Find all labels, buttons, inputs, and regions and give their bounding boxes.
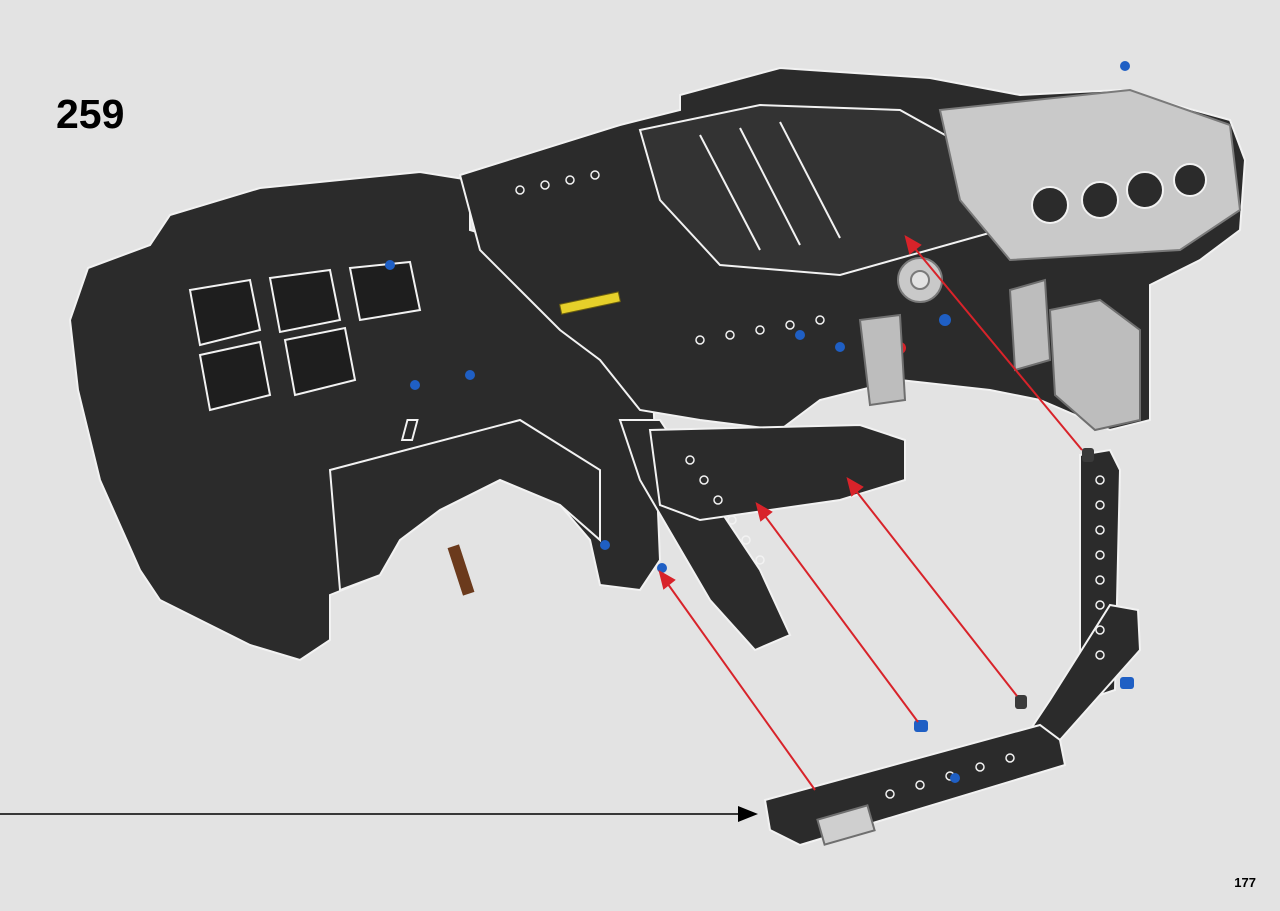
insertion-arrows <box>658 234 1083 791</box>
grille-brick <box>816 804 876 846</box>
lower-crossbar <box>648 423 906 522</box>
yellow-axle <box>559 291 621 315</box>
brown-axle <box>447 544 475 596</box>
callout-pointer <box>0 806 758 822</box>
chassis-assembly <box>68 61 1247 662</box>
page-number: 177 <box>1234 875 1256 890</box>
rear-wheel-arch <box>328 418 601 592</box>
step-number: 259 <box>56 91 125 137</box>
engine-block <box>938 88 1242 262</box>
horizontal-beam <box>763 723 1067 847</box>
new-beam-assembly <box>763 448 1142 847</box>
